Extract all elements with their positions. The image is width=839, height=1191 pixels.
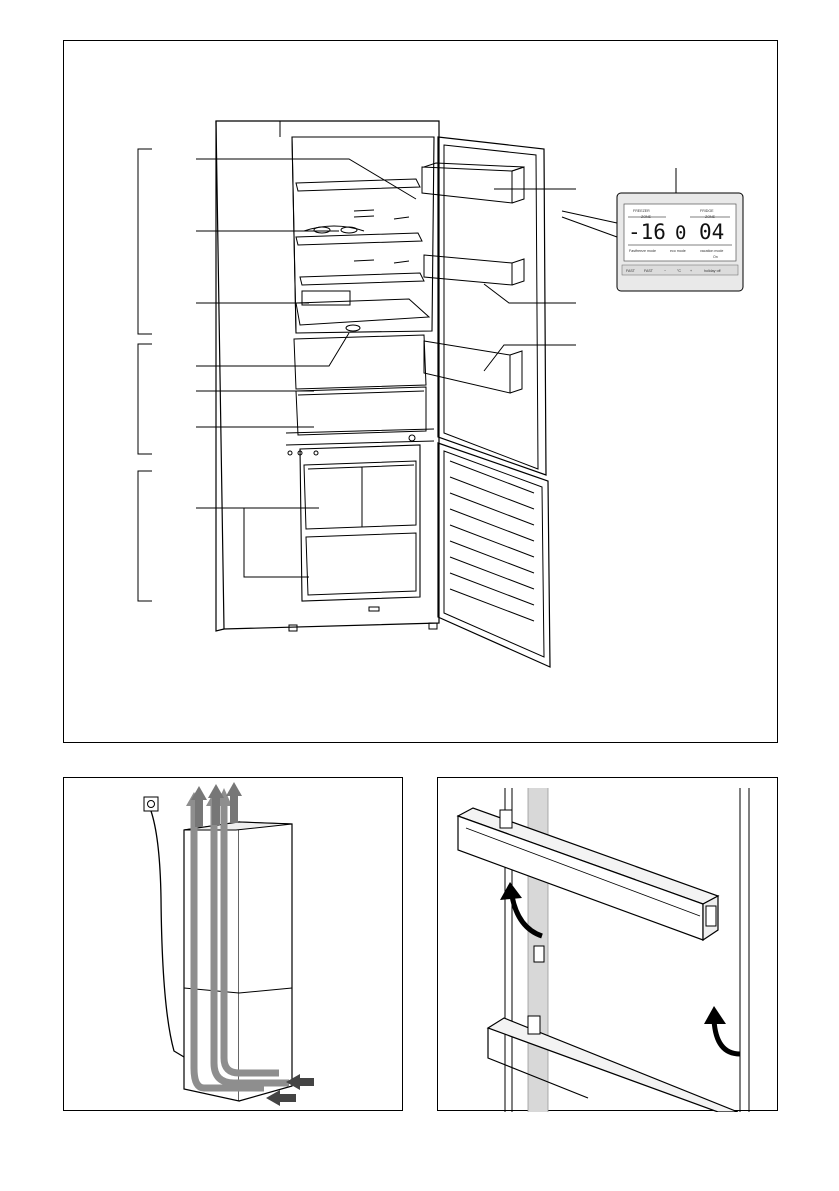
door-shelf-removal-panel xyxy=(437,777,778,1112)
warm-air-exhaust-arrows xyxy=(191,782,242,827)
freezer-door xyxy=(437,442,551,668)
door-bin-lower xyxy=(486,1015,739,1112)
freezer-drawer xyxy=(305,532,417,596)
freezer-temperature: -16 xyxy=(628,220,666,244)
eco-mode-label: eco mode xyxy=(670,249,686,253)
chiller-drawer xyxy=(295,386,427,436)
mode-digit: 0 xyxy=(675,222,686,244)
fridge-overview-panel: FREEZER FRIDGE ZONE ZONE -16 0 04 Fastfr… xyxy=(63,40,778,743)
celsius-button[interactable]: °C xyxy=(677,269,681,273)
freezer-drawer xyxy=(303,460,417,530)
fast-cool-button[interactable]: FAST xyxy=(644,269,654,273)
glass-shelf xyxy=(299,272,425,286)
fridge-door xyxy=(437,136,547,476)
door-bin-lifted xyxy=(456,807,720,942)
appliance-side xyxy=(238,821,293,1102)
callout-line xyxy=(196,158,417,200)
fridge-zone-label: ZONE xyxy=(705,215,716,219)
vacation-mode-label: vacation mode xyxy=(700,249,723,253)
on-label: On xyxy=(713,255,718,259)
minus-button[interactable]: − xyxy=(664,269,666,273)
shelf-removal-illustration xyxy=(456,788,750,1112)
ventilation-airflow-panel xyxy=(63,777,403,1111)
fridge-overview-illustration: FREEZER FRIDGE ZONE ZONE -16 0 04 Fastfr… xyxy=(137,120,744,668)
butter-box xyxy=(301,290,351,306)
fridge-temperature: 04 xyxy=(699,220,724,244)
airflow-arrows xyxy=(190,798,289,1092)
holiday-off-button[interactable]: holiday·off xyxy=(704,269,721,273)
control-panel-inset: FREEZER FRIDGE ZONE ZONE -16 0 04 Fastfr… xyxy=(616,192,744,292)
freezer-door-grille xyxy=(449,460,535,622)
glass-shelf xyxy=(295,232,423,246)
freezer-label: FREEZER xyxy=(633,209,650,213)
freezer-zone-bracket xyxy=(137,470,152,602)
callout-line xyxy=(483,344,576,372)
freezer-compartment xyxy=(299,444,421,602)
wall-socket xyxy=(143,796,159,812)
callout-line xyxy=(243,508,309,578)
lift-arrow xyxy=(509,895,543,939)
freezer-zone-label: ZONE xyxy=(641,215,652,219)
cabinet-body xyxy=(215,120,440,630)
door-bin-bottom xyxy=(423,340,511,394)
lift-arrow xyxy=(711,1019,741,1057)
chiller-drawer xyxy=(293,334,427,390)
ventilation-illustration xyxy=(143,782,314,1106)
plus-button[interactable]: + xyxy=(690,269,692,273)
door-bin-middle xyxy=(423,254,513,286)
fridge-label: FRIDGE xyxy=(700,209,714,213)
chiller-zone-bracket xyxy=(137,343,152,455)
button-strip xyxy=(621,264,739,276)
callout-line xyxy=(483,283,576,304)
door-frame xyxy=(739,788,750,1112)
temperature-control xyxy=(345,324,361,332)
door-bin-top xyxy=(421,166,513,204)
glass-shelf xyxy=(295,298,431,326)
glass-shelf xyxy=(295,178,421,192)
fastfreeze-mode-label: Fastfreeze mode xyxy=(629,249,656,253)
power-cable xyxy=(150,810,185,1058)
cool-air-intake-arrows xyxy=(266,1074,314,1106)
fast-freeze-button[interactable]: FAST xyxy=(626,269,636,273)
lcd-display xyxy=(623,203,737,262)
callout-line xyxy=(196,332,350,367)
fridge-zone-bracket xyxy=(137,148,152,335)
